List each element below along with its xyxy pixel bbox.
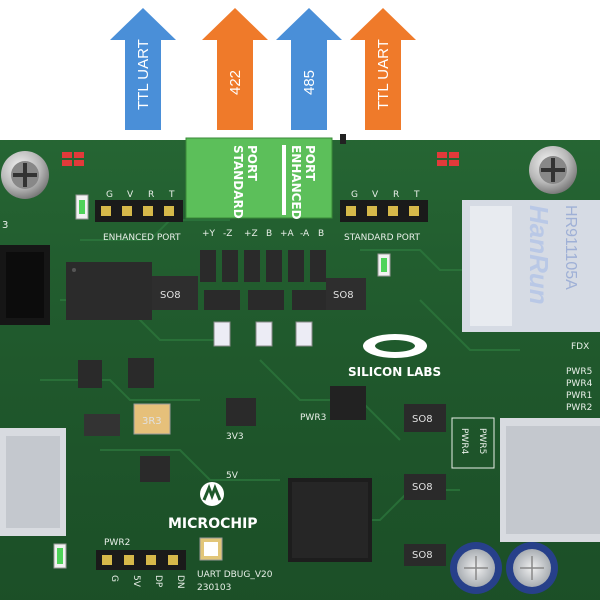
arrow-label-ttl-uart-left: TTL UART [135,39,152,110]
arrow-485: 485 [276,8,342,130]
enhanced-port-label-1: ENHANCED [289,145,303,220]
pwr4-label: PWR4 [459,428,469,455]
fdx-label: FDX [571,342,589,352]
pwr5-right: PWR5 [566,367,592,377]
arrow-422: 422 [202,8,268,130]
left-pin-header [95,200,183,222]
label-3v3: 3V3 [226,432,244,442]
so8-right-label: SO8 [333,290,354,301]
arrow-label-485: 485 [301,70,318,95]
arrow-ttl-uart-right: TTL UART [350,8,416,130]
pwr2-label: PWR2 [104,538,130,548]
capacitor-1 [450,542,502,594]
dc-jack [0,245,50,325]
bottom-pin-5v: 5V [131,575,141,588]
bottom-pin-g: G [109,575,119,582]
silicon-labs-logo [363,334,427,358]
hanrun-logo: HanRun [524,205,554,305]
pwr4-right: PWR4 [566,379,593,389]
screw-top-left [1,151,49,199]
main-chip [288,478,372,562]
so8-e-label: SO8 [412,550,433,561]
resistor-array [200,250,326,282]
left-edge-number: 3 [2,220,8,231]
board-date: 230103 [197,583,231,593]
arrow-label-422: 422 [227,70,244,95]
right-bottom-connector [500,418,600,542]
reg-3r3-label: 3R3 [142,416,162,427]
right-pin-v: V [372,190,379,200]
pwr5-label: PWR5 [477,428,487,454]
standard-port-label-2: PORT [245,145,259,182]
right-pin-r: R [393,190,399,200]
chip-so8-left [66,262,152,320]
pwr1-right: PWR1 [566,391,592,401]
label-5v: 5V [226,471,239,481]
center-pin-7: B [318,229,324,239]
bottom-pin-dp: DP [153,575,163,588]
microchip-text: MICROCHIP [168,516,258,532]
center-pin-1: +Y [202,229,216,239]
arrow-label-ttl-uart-right: TTL UART [375,39,392,110]
center-pin-3: +Z [244,229,258,239]
regulator-3r3 [133,403,171,435]
center-pin-4: B [266,229,272,239]
bottom-pin-dn: DN [175,575,185,589]
so8-d-label: SO8 [412,482,433,493]
right-pin-header [340,200,428,222]
enhanced-port-label-2: PORT [303,145,317,182]
so8-c-label: SO8 [412,414,433,425]
right-header-label: STANDARD PORT [344,233,420,243]
center-pin-2: -Z [223,229,232,239]
screw-top-mid-right [529,146,577,194]
board-name: UART DBUG_V20 [197,570,273,580]
left-pin-r: R [148,190,154,200]
microchip-logo [200,482,224,506]
right-pin-t: T [413,190,420,200]
left-pin-g: G [106,190,113,200]
hr-part-number: HR911105A [562,205,579,290]
pwr2-right: PWR2 [566,403,592,413]
ethernet-jack: HanRun HR911105A [462,200,600,332]
left-pin-t: T [168,190,175,200]
center-pin-6: -A [300,229,310,239]
bottom-pin-header [96,550,186,570]
pwr3-label: PWR3 [300,413,326,423]
right-pin-g: G [351,190,358,200]
arrow-ttl-uart-left: TTL UART [110,8,176,130]
capacitor-2 [506,542,558,594]
standard-port-label-1: STANDARD [231,145,245,219]
center-pin-5: +A [280,229,295,239]
left-pin-v: V [127,190,134,200]
left-header-label: ENHANCED PORT [103,233,181,243]
so8-left-label: SO8 [160,290,181,301]
silicon-labs-text: SILICON LABS [348,365,441,379]
port-block: STANDARD PORT ENHANCED PORT [185,137,333,220]
usb-connector [0,428,66,536]
